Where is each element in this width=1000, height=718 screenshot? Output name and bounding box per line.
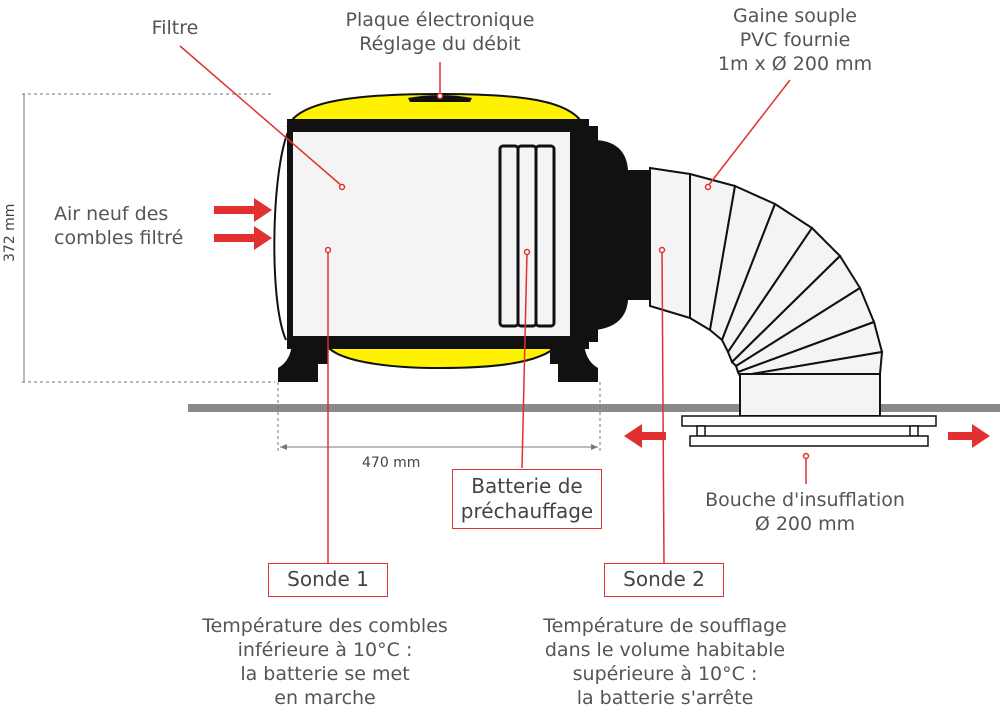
description-sonde2-line1: Température de soufflage [543,615,787,637]
description-sonde1-line4: en marche [274,687,376,709]
box-batterie-line2: préchauffage [460,499,594,523]
diffuser-arrow-right [948,424,990,448]
description-sonde2-line3: supérieure à 10°C : [572,663,758,685]
dot-batterie [523,248,531,256]
label-bouche: Bouche d'insufflation Ø 200 mm [680,488,930,536]
dot-plaque [436,92,444,100]
flexible-duct [649,166,884,378]
box-batterie: Batterie de préchauffage [452,469,602,529]
label-plaque: Plaque électronique Réglage du débit [330,8,550,56]
dimension-height: 372 mm [2,203,18,262]
unit-bottom-band [290,336,586,348]
outlet-collar-ring [626,170,652,300]
description-sonde1-line2: inférieure à 10°C : [237,639,413,661]
description-sonde1-line3: la batterie se met [240,663,410,685]
duct-terminal-sleeve [739,373,881,417]
width-dim-arrow-right [591,444,598,450]
label-gaine-line3: 1m x Ø 200 mm [717,53,873,75]
label-bouche-line2: Ø 200 mm [754,513,856,535]
unit-right-panel [570,126,598,342]
label-air-neuf: Air neuf des combles filtré [54,202,204,250]
description-sonde1: Température des combles inférieure à 10°… [180,614,470,710]
unit-top-band [290,120,586,132]
box-batterie-line1: Batterie de [471,474,583,498]
leader-sonde2 [661,249,665,565]
description-sonde2-line2: dans le volume habitable [544,639,786,661]
heating-coil-1 [498,144,520,328]
filter-bulge [273,127,291,341]
left-foot [278,340,328,382]
label-plaque-line2: Réglage du débit [359,33,521,55]
leader-lines [179,45,807,565]
air-inlet-arrows [214,198,272,250]
label-bouche-line1: Bouche d'insufflation [705,489,905,511]
box-sonde1: Sonde 1 [268,563,388,597]
dot-sonde2 [658,246,666,254]
width-dim-arrow-left [280,444,287,450]
dot-gaine [704,183,712,191]
label-gaine-line1: Gaine souple [732,5,857,27]
label-filtre: Filtre [151,17,199,39]
bottom-yellow-dome [324,344,561,370]
leader-gaine [707,79,791,187]
label-gaine: Gaine souple PVC fournie 1m x Ø 200 mm [700,4,890,76]
diffuser-clip-left [696,425,706,437]
right-foot [550,340,598,382]
air-inlet-arrow-2 [214,226,272,250]
air-inlet-arrow-1 [214,198,272,222]
dot-sonde1 [324,246,332,254]
leader-batterie [521,251,528,469]
leader-dots [324,92,810,460]
dimension-width: 470 mm [362,455,421,471]
description-sonde2: Température de soufflage dans le volume … [520,614,810,710]
label-air-line1: Air neuf des [54,203,169,225]
dot-bouche [802,452,810,460]
leader-filtre [179,45,343,187]
outlet-collar [596,140,628,330]
heating-coil-2 [516,144,538,328]
diffuser-plate-top [681,415,937,427]
heating-coil-3 [534,144,556,328]
label-plaque-line1: Plaque électronique [345,9,535,31]
description-sonde1-line1: Température des combles [202,615,448,637]
diffuser-arrow-left [624,424,666,448]
box-sonde2: Sonde 2 [604,563,724,597]
label-gaine-line2: PVC fournie [739,29,851,51]
description-sonde2-line4: la batterie s'arrête [576,687,754,709]
duct-seg-1 [649,166,691,320]
diffuser-clip-right [909,425,919,437]
dot-filtre [338,183,346,191]
label-air-line2: combles filtré [54,227,184,249]
floor-line [188,404,1000,412]
diffuser-plate-bottom [689,435,929,447]
